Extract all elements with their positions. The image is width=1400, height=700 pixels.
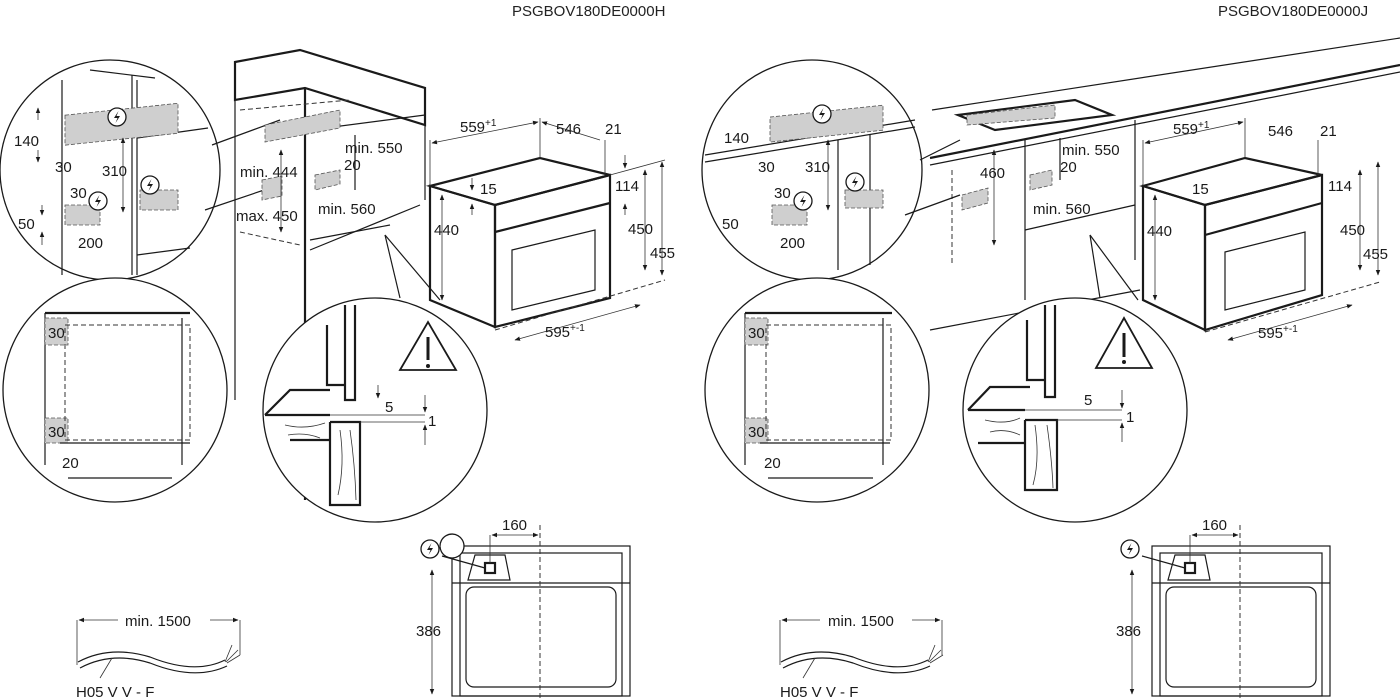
dim-50: 50 — [722, 216, 739, 233]
dim-160: 160 — [1202, 517, 1227, 534]
dim-310: 310 — [102, 163, 127, 180]
gap-30-bottom: 30 — [48, 424, 65, 441]
dim-21: 21 — [1320, 123, 1337, 140]
dim-5: 5 — [385, 399, 393, 416]
dim-30: 30 — [758, 159, 775, 176]
warning-icon — [398, 320, 458, 371]
dim-200: 200 — [78, 235, 103, 252]
dim-20: 20 — [344, 157, 361, 174]
dim-160: 160 — [502, 517, 527, 534]
power-icon — [88, 191, 108, 211]
niche-detail-circle: 140 30 310 30 50 200 — [701, 59, 923, 281]
dim-595: 595+-1 — [1258, 324, 1298, 342]
dim-460: 460 — [980, 165, 1005, 182]
dim-min-560: min. 560 — [318, 201, 376, 218]
dim-440: 440 — [1147, 223, 1172, 240]
niche-detail-circle: 140 30 310 30 50 200 — [0, 59, 221, 281]
dim-15: 15 — [480, 181, 497, 198]
gap-30-top: 30 — [48, 325, 65, 342]
dim-15: 15 — [1192, 181, 1209, 198]
dim-200: 200 — [780, 235, 805, 252]
dim-min-444: min. 444 — [240, 164, 298, 181]
power-icon — [812, 104, 832, 124]
oven-isometric: 559+1 546 21 15 440 114 450 455 595+-1 — [1139, 118, 1388, 342]
cable-spec: min. 1500 H05 V V - F — [779, 613, 944, 700]
dim-559: 559+1 — [460, 118, 497, 136]
kitchen-counter: 460 min. 550 20 min. 560 — [929, 37, 1400, 331]
cable-length: min. 1500 — [125, 613, 191, 630]
gap-20: 20 — [764, 455, 781, 472]
gap-30-top: 30 — [748, 325, 765, 342]
model-code-j: PSGBOV180DE0000J — [1218, 3, 1368, 20]
warning-icon — [1094, 316, 1154, 369]
tall-cabinet: min. 444 max. 450 min. 550 20 min. 560 — [233, 48, 427, 500]
dim-1: 1 — [428, 413, 436, 430]
dim-386: 386 — [416, 623, 441, 640]
dim-5: 5 — [1084, 392, 1092, 409]
power-icon — [140, 175, 160, 195]
side-clearance-circle: 30 30 20 — [2, 277, 228, 503]
gap-20: 20 — [62, 455, 79, 472]
oven-isometric: 559+1 546 21 15 440 114 450 455 595+-1 — [425, 118, 675, 341]
dim-min-550: min. 550 — [345, 140, 403, 157]
dim-114: 114 — [1328, 178, 1352, 195]
gap-detail-circle: 5 1 — [262, 297, 488, 523]
dim-455: 455 — [650, 245, 675, 262]
dim-140: 140 — [724, 130, 749, 147]
front-view: 160 386 — [416, 517, 631, 700]
dim-450: 450 — [628, 221, 653, 238]
power-icon — [107, 107, 127, 127]
dim-20: 20 — [1060, 159, 1077, 176]
model-code-h: PSGBOV180DE0000H — [512, 3, 665, 20]
dim-386: 386 — [1116, 623, 1141, 640]
dim-21: 21 — [605, 121, 622, 138]
dim-559: 559+1 — [1173, 120, 1210, 138]
model-j-group: PSGBOV180DE0000J 460 min. 550 20 min. 56… — [701, 3, 1400, 700]
dim-595: 595+-1 — [545, 323, 585, 341]
dim-min-560: min. 560 — [1033, 201, 1091, 218]
dim-30: 30 — [55, 159, 72, 176]
dim-30: 30 — [70, 185, 87, 202]
dim-1: 1 — [1126, 409, 1134, 426]
power-icon — [1120, 539, 1140, 559]
model-h-group: PSGBOV180DE0000H 140 30 310 30 50 — [0, 3, 675, 700]
dim-max-450: max. 450 — [236, 208, 298, 225]
power-icon — [420, 539, 440, 559]
power-icon — [793, 191, 813, 211]
dim-min-550: min. 550 — [1062, 142, 1120, 159]
dim-310: 310 — [805, 159, 830, 176]
dim-546: 546 — [1268, 123, 1293, 140]
dim-450: 450 — [1340, 222, 1365, 239]
dim-546: 546 — [556, 121, 581, 138]
front-view: 160 386 — [1116, 517, 1331, 700]
power-icon — [845, 172, 865, 192]
cable-type: H05 V V - F — [780, 684, 858, 700]
cable-type: H05 V V - F — [76, 684, 154, 700]
dim-50: 50 — [18, 216, 35, 233]
cable-length: min. 1500 — [828, 613, 894, 630]
dim-455: 455 — [1363, 246, 1388, 263]
gap-30-bottom: 30 — [748, 424, 765, 441]
dim-140: 140 — [14, 133, 39, 150]
dim-114: 114 — [615, 178, 639, 195]
gap-detail-circle: 5 1 — [962, 297, 1188, 523]
dim-440: 440 — [434, 222, 459, 239]
cable-spec: min. 1500 H05 V V - F — [76, 613, 241, 700]
dim-30: 30 — [774, 185, 791, 202]
side-clearance-circle: 30 30 20 — [704, 277, 930, 503]
